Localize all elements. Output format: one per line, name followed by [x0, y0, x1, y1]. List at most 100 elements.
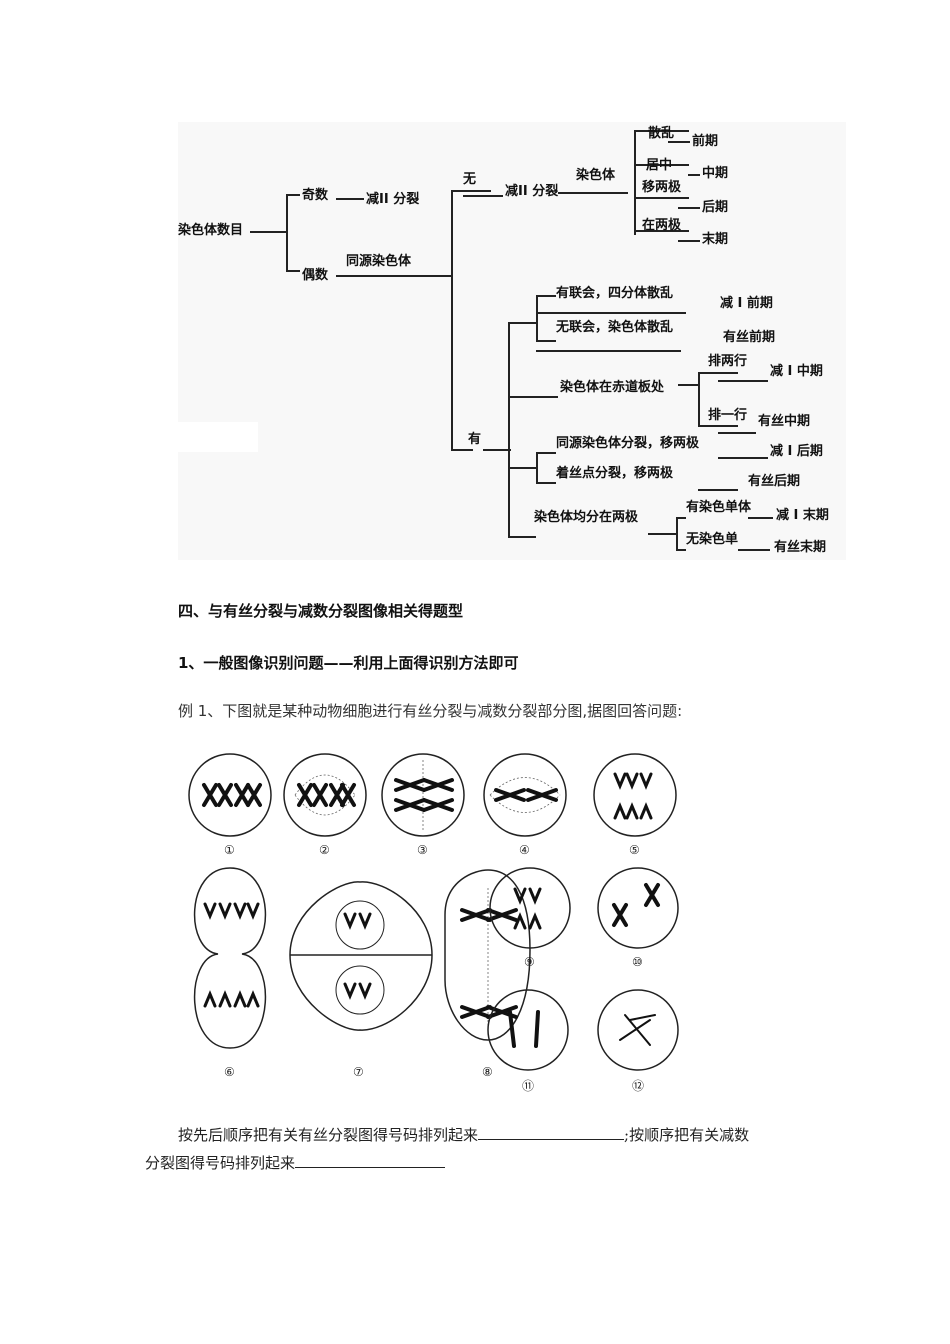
cell-9 [489, 867, 571, 949]
connector-line [508, 467, 536, 469]
cell-5 [593, 753, 677, 837]
cell-label-9: ⑨ [524, 955, 535, 969]
tree-mitosis-metaphase-label: 有丝中期 [758, 414, 811, 429]
connector-line [558, 192, 628, 194]
connector-line [676, 549, 686, 551]
tree-mitosis-telophase-label: 有丝末期 [774, 540, 827, 555]
tree-root-label: 染色体数目 [178, 223, 244, 238]
connector-line [738, 549, 770, 551]
connector-line [678, 384, 698, 386]
tree-chromosome-label: 染色体 [576, 168, 616, 183]
cell-4 [483, 753, 567, 837]
cell-7 [289, 881, 433, 1031]
connector-line [698, 372, 738, 374]
connector-line [676, 517, 678, 549]
connector-line [718, 457, 768, 459]
connector-line [676, 517, 686, 519]
tree-two-rows-label: 排两行 [708, 354, 748, 369]
cell-10 [597, 867, 679, 949]
cell-label-8: ⑧ [482, 1065, 493, 1079]
connector-line [508, 536, 536, 538]
cell-8 [444, 869, 531, 1041]
tree-metaphase-label: 中期 [702, 166, 729, 181]
tree-moving-poles-label: 移两极 [642, 180, 682, 195]
cell-label-6: ⑥ [224, 1065, 235, 1079]
tree-scattered-label: 散乱 [648, 126, 675, 141]
tree-at-poles-label: 在两极 [642, 218, 682, 233]
cell-3 [381, 753, 465, 837]
connector-line [536, 452, 538, 482]
tree-at-plate-label: 染色体在赤道板处 [560, 380, 665, 395]
tree-with-label: 有 [468, 432, 482, 447]
connector-line [286, 194, 300, 196]
tree-homologous-label: 同源染色体 [346, 254, 412, 269]
cell-label-5: ⑤ [629, 843, 640, 857]
cell-1 [188, 753, 272, 837]
connector-line [250, 231, 286, 233]
connector-line [678, 207, 700, 209]
classification-tree-diagram: 染色体数目 奇数 减II 分裂 偶数 同源染色体 无 有 减II 分裂 染色体 … [178, 122, 846, 560]
tree-without-label: 无 [463, 172, 477, 187]
connector-line [718, 432, 756, 434]
tree-odd-label: 奇数 [302, 188, 329, 203]
cell-label-7: ⑦ [353, 1065, 364, 1079]
connector-line [634, 130, 689, 132]
connector-line [536, 312, 686, 314]
connector-line [698, 372, 700, 425]
subheading: 1、一般图像识别问题——利用上面得识别方法即可 [178, 654, 519, 672]
connector-line [698, 425, 738, 427]
tree-odd-result-label: 减II 分裂 [366, 192, 420, 207]
tree-no-chromatid-label: 无染色单 [686, 532, 739, 547]
tree-evenly-poles-label: 染色体均分在两极 [534, 510, 639, 525]
cell-label-12: ⑫ [632, 1079, 644, 1093]
tree-meiosis1-anaphase-label: 减 I 后期 [770, 444, 823, 459]
connector-line [536, 340, 556, 342]
tree-one-row-label: 排一行 [708, 408, 748, 423]
section-heading: 四、与有丝分裂与减数分裂图像相关得题型 [178, 602, 464, 620]
connector-line [688, 174, 700, 176]
answer-blank-meiosis[interactable] [295, 1153, 446, 1168]
question-text-1: 按先后顺序把有关有丝分裂图得号码排列起来 [178, 1126, 479, 1144]
cell-label-1: ① [224, 843, 235, 857]
connector-line [668, 141, 690, 143]
tree-mitosis-prophase-label: 有丝前期 [723, 330, 776, 345]
connector-line [748, 517, 773, 519]
example-text: 例 1、下图就是某种动物细胞进行有丝分裂与减数分裂部分图,据图回答问题: [178, 702, 683, 720]
cell-label-11: ⑪ [522, 1079, 534, 1093]
question-line-2: 分裂图得号码排列起来 [145, 1152, 446, 1173]
connector-line [286, 270, 300, 272]
connector-line [648, 533, 676, 535]
cell-division-figure: ① ② ③ ④ ⑤ ⑥ ⑦ ⑧ ⑨ ⑩ ⑪ ⑫ [188, 753, 679, 1093]
tree-synapsis-label: 有联会，四分体散乱 [556, 286, 674, 301]
connector-line [508, 322, 510, 537]
cell-label-3: ③ [417, 843, 428, 857]
tree-meiosis1-prophase-label: 减 I 前期 [720, 296, 773, 311]
connector-line [508, 322, 536, 324]
tree-homolog-separate-label: 同源染色体分裂，移两极 [556, 436, 700, 451]
connector-line [536, 295, 538, 340]
connector-line [483, 449, 511, 451]
connector-line [451, 190, 491, 192]
cell-label-4: ④ [519, 843, 530, 857]
cell-label-10: ⑩ [632, 955, 643, 969]
tree-even-label: 偶数 [302, 268, 329, 283]
tree-meiosis2-label: 减II 分裂 [505, 184, 559, 199]
cell-12 [597, 989, 679, 1071]
cell-11 [487, 989, 569, 1071]
connector-line [451, 190, 453, 450]
connector-line [698, 489, 738, 491]
connector-line [536, 452, 556, 454]
connector-line [634, 164, 689, 166]
tree-centered-label: 居中 [646, 158, 673, 173]
tree-centromere-split-label: 着丝点分裂，移两极 [556, 466, 674, 481]
connector-line [634, 197, 689, 199]
question-text-2: ;按顺序把有关减数 [624, 1126, 750, 1144]
tree-meiosis1-telophase-label: 减 I 末期 [776, 508, 829, 523]
connector-line [634, 230, 689, 232]
connector-line [678, 240, 700, 242]
answer-blank-mitosis[interactable] [478, 1125, 625, 1140]
connector-line [508, 396, 558, 398]
connector-line [336, 275, 452, 277]
tree-has-chromatid-label: 有染色单体 [686, 500, 752, 515]
tree-telophase-label: 末期 [702, 232, 729, 247]
